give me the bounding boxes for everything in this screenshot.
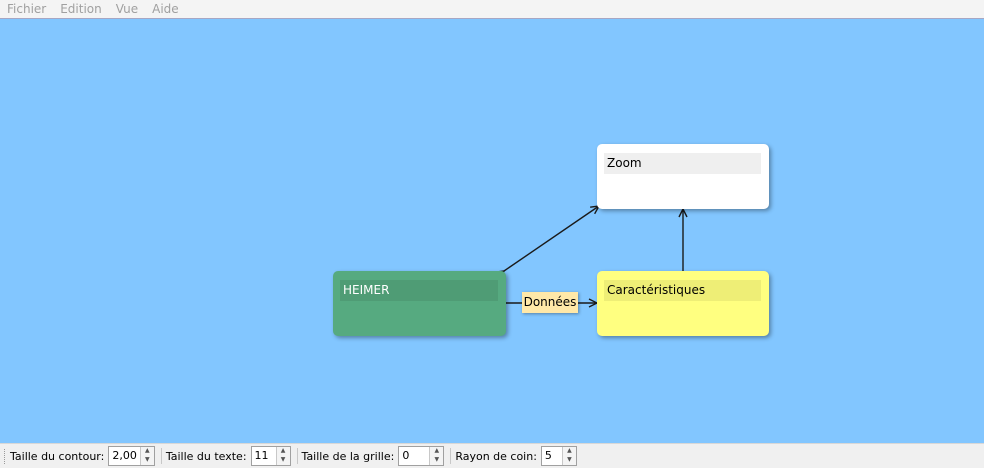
menu-edition[interactable]: Edition <box>60 1 102 16</box>
node-heimer-text[interactable]: HEIMER <box>340 280 498 301</box>
edge-heimer-zoom[interactable] <box>504 206 599 271</box>
corner-radius-label: Rayon de coin: <box>455 449 537 463</box>
toolbar-separator <box>160 448 162 464</box>
spin-up-icon[interactable]: ▲ <box>280 447 286 454</box>
toolbar-separator <box>296 448 298 464</box>
spin-down-icon[interactable]: ▼ <box>280 456 286 463</box>
corner-radius-arrows: ▲ ▼ <box>561 447 576 465</box>
mind-map-canvas[interactable]: Zoom HEIMER Caractéristiques Données <box>0 19 984 443</box>
settings-toolbar: Taille du contour: 2,00 ▲ ▼ Taille du te… <box>0 443 984 468</box>
edge-label-donnees[interactable]: Données <box>522 292 578 313</box>
grid-size-label: Taille de la grille: <box>301 449 395 463</box>
spin-down-icon[interactable]: ▼ <box>434 456 440 463</box>
contour-size-spinbox[interactable]: 2,00 ▲ ▼ <box>108 446 155 466</box>
contour-size-label: Taille du contour: <box>10 449 105 463</box>
spin-up-icon[interactable]: ▲ <box>145 447 150 454</box>
contour-size-arrows: ▲ ▼ <box>139 447 154 465</box>
corner-radius-spinbox[interactable]: 5 ▲ ▼ <box>540 446 577 466</box>
spin-up-icon[interactable]: ▲ <box>567 447 572 454</box>
node-zoom[interactable]: Zoom <box>597 144 769 209</box>
text-size-value[interactable]: 11 <box>254 449 269 462</box>
menu-vue[interactable]: Vue <box>115 1 139 16</box>
edges-layer <box>0 19 984 443</box>
text-size-arrows: ▲ ▼ <box>275 447 290 465</box>
toolbar-separator <box>450 448 452 464</box>
node-heimer[interactable]: HEIMER <box>333 271 506 336</box>
text-size-label: Taille du texte: <box>165 449 247 463</box>
node-caracteristiques[interactable]: Caractéristiques <box>597 271 769 336</box>
spin-up-icon[interactable]: ▲ <box>434 447 440 454</box>
grid-size-arrows: ▲ ▼ <box>429 447 444 465</box>
node-zoom-text[interactable]: Zoom <box>604 153 761 174</box>
menu-fichier[interactable]: Fichier <box>7 1 47 16</box>
contour-size-value[interactable]: 2,00 <box>112 449 137 462</box>
menu-aide[interactable]: Aide <box>152 1 179 16</box>
menu-bar: Fichier Edition Vue Aide <box>0 0 984 19</box>
toolbar-grip[interactable] <box>4 448 7 464</box>
grid-size-value[interactable]: 0 <box>402 449 410 462</box>
spin-down-icon[interactable]: ▼ <box>567 456 572 463</box>
text-size-spinbox[interactable]: 11 ▲ ▼ <box>250 446 291 466</box>
spin-down-icon[interactable]: ▼ <box>145 456 150 463</box>
grid-size-spinbox[interactable]: 0 ▲ ▼ <box>398 446 445 466</box>
node-caracteristiques-text[interactable]: Caractéristiques <box>604 280 761 301</box>
corner-radius-value[interactable]: 5 <box>544 449 552 462</box>
